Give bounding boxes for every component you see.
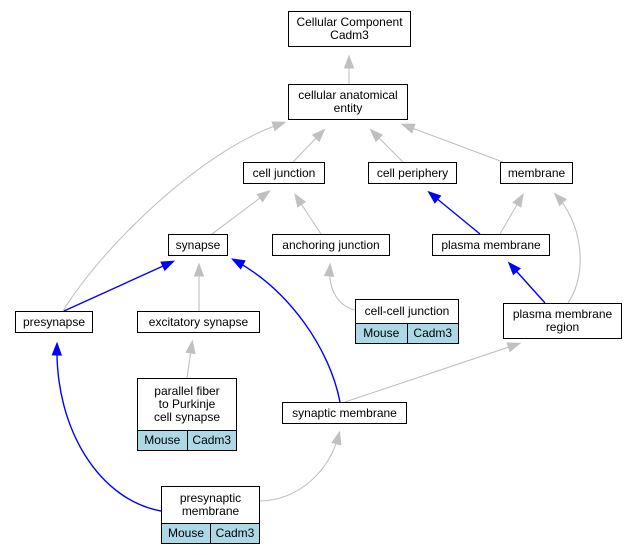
arrowhead <box>51 341 63 356</box>
node-label: cell periphery <box>376 165 449 180</box>
edge-is-a-synapse-to-cell-junction <box>211 189 271 235</box>
edge-is-a-parallel-fiber-synapse-to-excitatory-synapse <box>185 339 196 379</box>
node-label: cell-cell junction <box>364 304 450 318</box>
node-cell-cell-junction[interactable]: cell-cell junction Mouse Cadm3 <box>355 299 459 344</box>
arrowhead <box>193 262 205 277</box>
arrowhead <box>323 262 335 277</box>
edge-part-of-plasma-membrane-to-cell-periphery <box>427 190 481 235</box>
edge-part-of-plasma-membrane-region-to-plasma-membrane <box>507 261 546 304</box>
node-label: plasma membrane <box>441 237 541 252</box>
edge-is-a-cell-periphery-to-cellular-anatomical-entity <box>369 128 404 163</box>
edge-is-a-plasma-membrane-region-to-membrane <box>553 192 581 304</box>
arrowhead <box>369 128 384 143</box>
node-presynapse[interactable]: presynapse <box>15 311 93 333</box>
arrowhead <box>256 189 271 203</box>
node-cell-periphery[interactable]: cell periphery <box>368 162 457 184</box>
node-label: presynapse <box>22 314 86 329</box>
arrowhead <box>331 430 342 446</box>
species-cell: Mouse <box>162 524 210 543</box>
node-synaptic-membrane[interactable]: synaptic membrane <box>282 402 407 424</box>
arrowhead <box>512 193 524 208</box>
edge-is-a-cell-cell-junction-to-anchoring-junction <box>323 262 356 311</box>
edge-part-of-synaptic-membrane-to-synapse <box>230 258 341 403</box>
edge-is-a-excitatory-synapse-to-synapse <box>193 262 205 311</box>
edge-is-a-cellular-anatomical-entity-to-cellular-component <box>343 54 355 84</box>
arrowhead <box>230 258 246 270</box>
species-cell: Mouse <box>356 324 407 343</box>
node-plasma-membrane[interactable]: plasma membrane <box>432 234 550 256</box>
node-label: cell junction <box>252 165 316 180</box>
node-membrane[interactable]: membrane <box>500 162 573 184</box>
node-anchoring-junction[interactable]: anchoring junction <box>272 234 390 256</box>
edge-part-of-presynapse-to-synapse <box>63 260 176 312</box>
gene-cell: Cadm3 <box>406 324 458 343</box>
arrowhead <box>271 121 287 132</box>
arrowhead <box>506 342 522 353</box>
edge-is-a-presynapse-to-cellular-anatomical-entity <box>62 121 287 312</box>
edge-is-a-membrane-to-cellular-anatomical-entity <box>400 123 504 163</box>
arrowhead <box>294 193 307 208</box>
annotation-row: Mouse Cadm3 <box>356 323 458 343</box>
node-label: synapse <box>175 237 221 252</box>
arrowhead <box>185 339 196 355</box>
annotation-row: Mouse Cadm3 <box>162 523 259 543</box>
node-label: anchoring junction <box>282 237 380 252</box>
arrowhead <box>553 192 567 207</box>
arrowhead <box>507 261 521 276</box>
node-synapse[interactable]: synapse <box>168 234 228 256</box>
gene-cell: Cadm3 <box>210 524 259 543</box>
arrowhead <box>400 123 416 134</box>
arrowhead <box>160 260 176 272</box>
arrowhead <box>343 54 355 69</box>
node-label: synaptic membrane <box>292 405 397 420</box>
species-cell: Mouse <box>138 431 187 450</box>
edge-part-of-presynaptic-membrane-to-presynapse <box>51 341 162 512</box>
edge-is-a-presynaptic-membrane-to-synaptic-membrane <box>259 430 342 502</box>
arrowhead <box>311 128 326 143</box>
node-label: membrane <box>507 165 566 180</box>
node-label: excitatory synapse <box>148 314 249 329</box>
edge-is-a-plasma-membrane-to-membrane <box>499 193 524 235</box>
node-excitatory-synapse[interactable]: excitatory synapse <box>137 311 260 333</box>
annotation-row: Mouse Cadm3 <box>138 430 236 450</box>
node-cell-junction[interactable]: cell junction <box>243 162 325 184</box>
gene-cell: Cadm3 <box>186 431 236 450</box>
edge-is-a-synaptic-membrane-to-plasma-membrane-region <box>344 342 522 403</box>
edge-is-a-cell-junction-to-cellular-anatomical-entity <box>292 128 326 163</box>
edge-is-a-anchoring-junction-to-cell-junction <box>294 193 322 235</box>
arrowhead <box>427 190 442 204</box>
